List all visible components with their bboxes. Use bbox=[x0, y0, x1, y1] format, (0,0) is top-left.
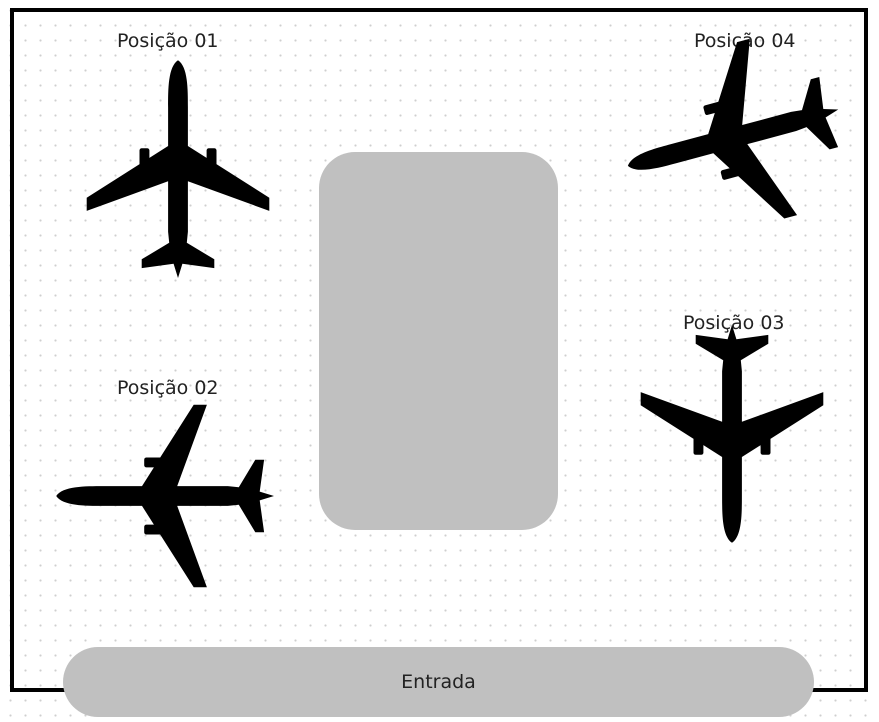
position-01-label: Posição 01 bbox=[117, 30, 219, 52]
airplane-icon-position-03 bbox=[622, 325, 842, 545]
position-03-label: Posição 03 bbox=[683, 312, 785, 334]
position-02-label: Posição 02 bbox=[117, 377, 219, 399]
airplane-icon-position-01 bbox=[68, 58, 288, 278]
airplane-icon-position-02 bbox=[54, 386, 274, 606]
airplane-icon-position-04 bbox=[622, 28, 842, 248]
central-building-block bbox=[319, 152, 558, 530]
entrance-label: Entrada bbox=[401, 671, 476, 693]
entrance-area: Entrada bbox=[63, 647, 814, 717]
